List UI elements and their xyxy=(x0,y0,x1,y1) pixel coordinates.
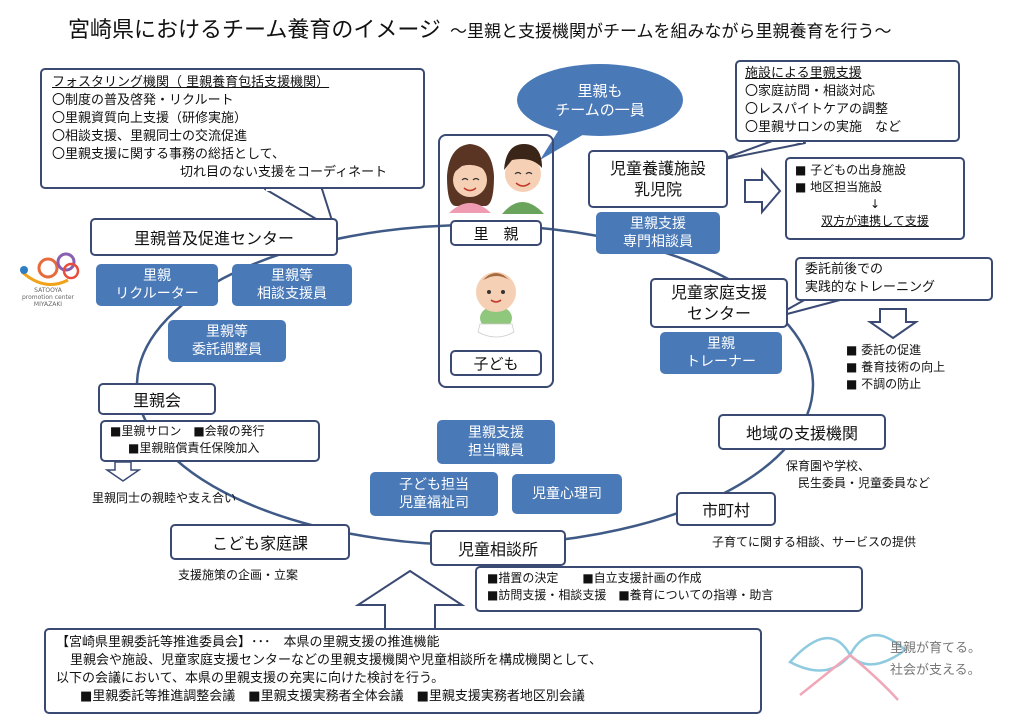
title-row: 宮崎県におけるチーム養育のイメージ ～里親と支援機関がチームを組みながら里親養育… xyxy=(68,14,988,48)
page-subtitle: ～里親と支援機関がチームを組みながら里親養育を行う～ xyxy=(450,22,892,42)
division-detail: 支援施策の企画・立案 xyxy=(178,568,299,582)
facility-support-box: 施設による里親支援 〇家庭訪問・相談対応 〇レスパイトケアの調整 〇里親サロンの… xyxy=(735,60,960,142)
facility-support-heading: 施設による里親支援 xyxy=(745,66,862,81)
badge-line: 里親支援 xyxy=(630,216,686,232)
facility-detail-box: ■ 子どもの出身施設 ■ 地区担当施設 ↓ 双方が連携して支援 xyxy=(785,157,965,240)
right-outline-arrow xyxy=(744,167,782,215)
local-support-agencies-node: 地域の支援機関 xyxy=(718,414,886,450)
page-title: 宮崎県におけるチーム養育のイメージ xyxy=(68,18,441,43)
badge-line: 里親 xyxy=(707,336,735,352)
badge-line: 里親支援 xyxy=(468,425,524,441)
badge-line: リクルーター xyxy=(115,286,199,302)
foster-parent-label: 里 親 xyxy=(450,220,542,246)
fostering-heading: フォスタリング機関（ 里親養育包括支援機関） xyxy=(52,75,330,90)
association-detail-item: ■里親サロン ■会報の発行 xyxy=(110,424,265,438)
satooya-logo-mark xyxy=(20,252,80,286)
facility-support-item: 〇里親サロンの実施 など xyxy=(745,120,902,135)
tagline: 里親が育てる。 社会が支える。 xyxy=(890,638,1014,682)
node-line: センター xyxy=(686,304,751,323)
badge-line: 相談支援員 xyxy=(257,286,327,302)
municipality-node: 市町村 xyxy=(676,492,776,526)
training-effects: ■ 委託の促進 ■ 養育技術の向上 ■ 不調の防止 xyxy=(846,342,986,393)
satooya-logo-text: SATOOYA promotion center MIYAZAKI xyxy=(21,287,75,308)
badge-line: 子ども担当 xyxy=(399,477,469,493)
promotion-center-node: 里親普及促進センター xyxy=(90,218,338,256)
childrens-home-line: 児童養護施設 xyxy=(609,159,706,178)
fostering-item: 〇里親資質向上支援（研修実施） xyxy=(52,111,248,126)
detail-line: 保育園や学校、 xyxy=(786,459,871,473)
facility-detail-item: ■ 子どもの出身施設 xyxy=(795,163,907,177)
association-detail-item: ■里親賠償責任保険加入 xyxy=(128,441,260,455)
committee-body: 以下の会議において、本県の里親支援の充実に向けた検討を行う。 xyxy=(56,671,445,686)
down-arrow-icon: ↓ xyxy=(869,197,881,211)
training-effect: ■ 養育技術の向上 xyxy=(846,360,946,374)
promotion-committee-box: 【宮崎県里親委託等推進委員会】･･･ 本県の里親支援の推進機能 里親会や施設、児… xyxy=(44,628,762,714)
committee-body: 里親会や施設、児童家庭支援センターなどの里親支援機関や児童相談所を構成機関として… xyxy=(70,653,602,668)
training-line: 実践的なトレーニング xyxy=(805,280,936,295)
badge-line: 里親 xyxy=(143,268,171,284)
local-support-detail: 保育園や学校、 民生委員・児童委員など xyxy=(780,458,980,492)
training-effect: ■ 不調の防止 xyxy=(846,377,922,391)
facility-support-item: 〇家庭訪問・相談対応 xyxy=(745,84,876,99)
foster-family-panel xyxy=(438,134,554,388)
fostering-item: 〇里親支援に関する事務の総括として、 xyxy=(52,147,285,162)
guidance-center-detail-box: ■措置の決定 ■自立支援計画の作成 ■訪問支援・相談支援 ■養育についての指導・… xyxy=(475,566,863,612)
consultation-support-badge: 里親等 相談支援員 xyxy=(232,264,352,306)
speech-bubble-shape xyxy=(517,64,683,160)
association-detail-box: ■里親サロン ■会報の発行 ■里親賠償責任保険加入 xyxy=(100,420,320,462)
down-outline-arrow-training xyxy=(866,308,920,340)
badge-line: 委託調整員 xyxy=(192,342,262,358)
family-support-center-node: 児童家庭支援 センター xyxy=(650,278,788,328)
fostering-item: 〇相談支援、里親同士の交流促進 xyxy=(52,129,248,144)
ribbon-motif xyxy=(787,633,907,701)
badge-line: トレーナー xyxy=(686,354,756,370)
child-welfare-officer-badge: 子ども担当 児童福祉司 xyxy=(370,472,498,516)
municipality-detail: 子育てに関する相談、サービスの提供 xyxy=(712,535,917,549)
child-illustration xyxy=(476,272,516,338)
bubble-line: チームの一員 xyxy=(555,101,645,119)
childrens-home-line: 乳児院 xyxy=(633,180,682,199)
node-line: 児童家庭支援 xyxy=(670,283,767,302)
facility-detail-item: ■ 地区担当施設 xyxy=(795,180,883,194)
guidance-detail-item: ■訪問支援・相談支援 ■養育についての指導・助言 xyxy=(487,588,774,602)
tagline-line: 社会が支える。 xyxy=(890,663,981,678)
committee-heading: 【宮崎県里親委託等推進委員会】･･･ 本県の里親支援の推進機能 xyxy=(56,635,440,650)
facility-support-item: 〇レスパイトケアの調整 xyxy=(745,102,889,117)
badge-line: 里親等 xyxy=(206,324,248,340)
fostering-item: 〇制度の普及啓発・リクルート xyxy=(52,93,234,108)
down-outline-arrow-satooyakai xyxy=(104,461,142,482)
training-effect: ■ 委託の促進 xyxy=(846,343,922,357)
placement-coordinator-badge: 里親等 委託調整員 xyxy=(168,320,286,362)
facility-detail-link: 双方が連携して支援 xyxy=(821,214,929,228)
team-member-bubble: 里親も チームの一員 xyxy=(530,72,670,130)
badge-line: 児童福祉司 xyxy=(399,495,469,511)
tagline-line: 里親が育てる。 xyxy=(890,641,982,656)
association-effect: 里親同士の親睦や支え合い xyxy=(92,491,237,505)
training-line: 委託前後での xyxy=(805,262,884,277)
guidance-detail-item: ■措置の決定 ■自立支援計画の作成 xyxy=(487,571,702,585)
foster-parents-illustration xyxy=(447,144,544,214)
detail-line: 民生委員・児童委員など xyxy=(798,476,931,490)
up-outline-arrow-committee xyxy=(354,569,466,630)
trainer-badge: 里親 トレーナー xyxy=(660,332,782,374)
badge-line: 担当職員 xyxy=(468,443,524,459)
foster-support-staff-badge: 里親支援 担当職員 xyxy=(437,420,555,464)
children-family-division-node: こども家庭課 xyxy=(170,524,350,560)
badge-line: 里親等 xyxy=(271,268,313,284)
child-label: 子ども xyxy=(450,350,542,376)
child-psychologist-badge: 児童心理司 xyxy=(512,474,622,514)
foster-parent-association-node: 里親会 xyxy=(98,383,216,415)
fostering-agency-box: フォスタリング機関（ 里親養育包括支援機関） 〇制度の普及啓発・リクルート 〇里… xyxy=(40,68,425,189)
fostering-item-continued: 切れ目のない支援をコーディネート xyxy=(180,165,388,180)
training-box: 委託前後での 実践的なトレーニング xyxy=(795,257,993,301)
badge-line: 専門相談員 xyxy=(623,234,693,250)
child-guidance-center-node: 児童相談所 xyxy=(430,530,566,566)
specialist-counselor-badge: 里親支援 専門相談員 xyxy=(596,212,720,254)
committee-meetings: ■里親委託等推進調整会議 ■里親支援実務者全体会議 ■里親支援実務者地区別会議 xyxy=(80,689,585,704)
childrens-home-node: 児童養護施設 乳児院 xyxy=(588,150,728,208)
bubble-line: 里親も xyxy=(577,82,623,100)
recruiter-badge: 里親 リクルーター xyxy=(96,264,218,306)
